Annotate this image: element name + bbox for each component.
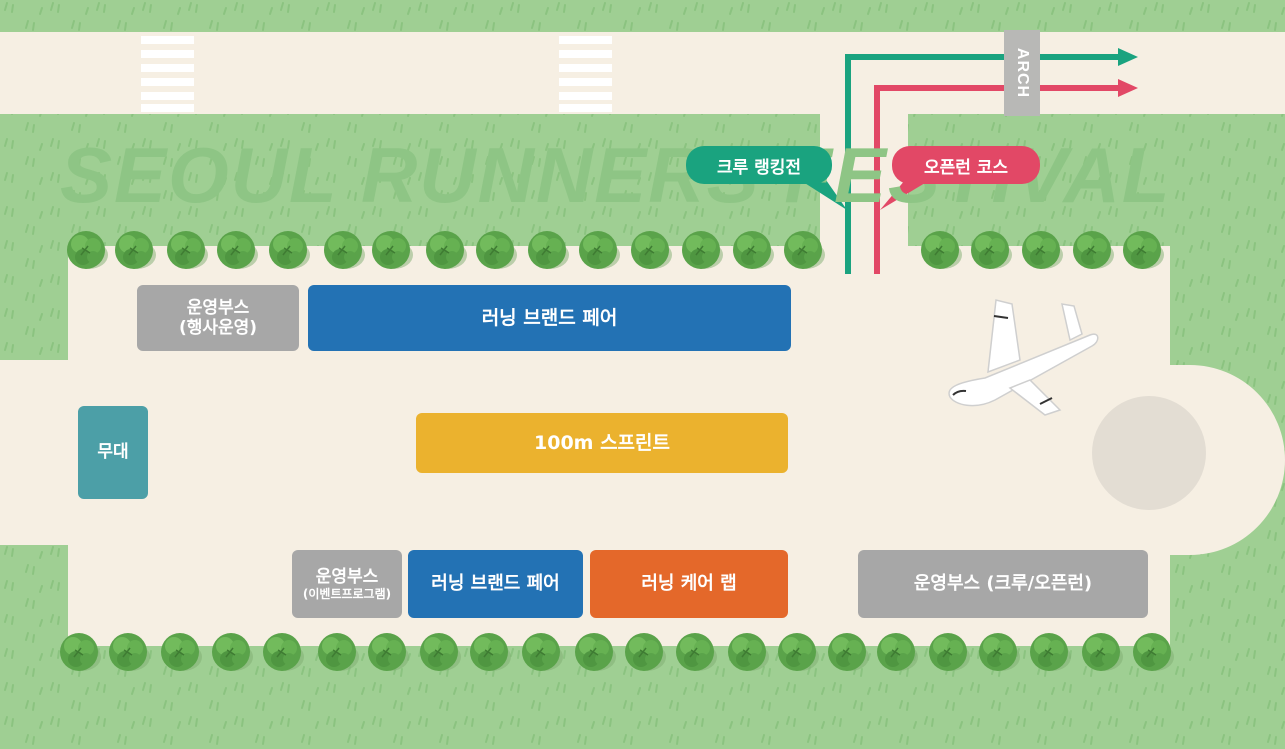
- ops-booth-program[interactable]: 운영부스 (이벤트프로그램): [292, 550, 402, 618]
- running-care-lab[interactable]: 러닝 케어 랩: [590, 550, 788, 618]
- ops-booth-event-line1: 운영부스: [186, 297, 250, 318]
- ops-booth-event-line2: (행사운영): [178, 318, 258, 338]
- sprint-zone[interactable]: 100m 스프린트: [416, 413, 788, 473]
- crew-ranking-tag[interactable]: 크루 랭킹전: [686, 146, 832, 184]
- arch-text: ARCH: [1014, 47, 1031, 99]
- stage[interactable]: 무대: [78, 406, 148, 499]
- ops-booth-program-line1: 운영부스: [315, 566, 379, 587]
- ops-booth-event[interactable]: 운영부스 (행사운영): [137, 285, 299, 351]
- arch-label: ARCH: [1004, 30, 1040, 116]
- arrow-right-icon: [1118, 79, 1138, 97]
- ops-booth-crew[interactable]: 운영부스 (크루/오픈런): [858, 550, 1148, 618]
- festival-watermark: SEOUL RUNNERS FESTIVAL: [60, 131, 1172, 219]
- open-run-tag[interactable]: 오픈런 코스: [892, 146, 1040, 184]
- arrow-right-icon: [1118, 48, 1138, 66]
- airplane-icon: [948, 299, 1099, 416]
- running-brand-fair-bottom[interactable]: 러닝 브랜드 페어: [408, 550, 583, 618]
- ops-booth-program-line2: (이벤트프로그램): [302, 587, 392, 601]
- running-brand-fair-top[interactable]: 러닝 브랜드 페어: [308, 285, 791, 351]
